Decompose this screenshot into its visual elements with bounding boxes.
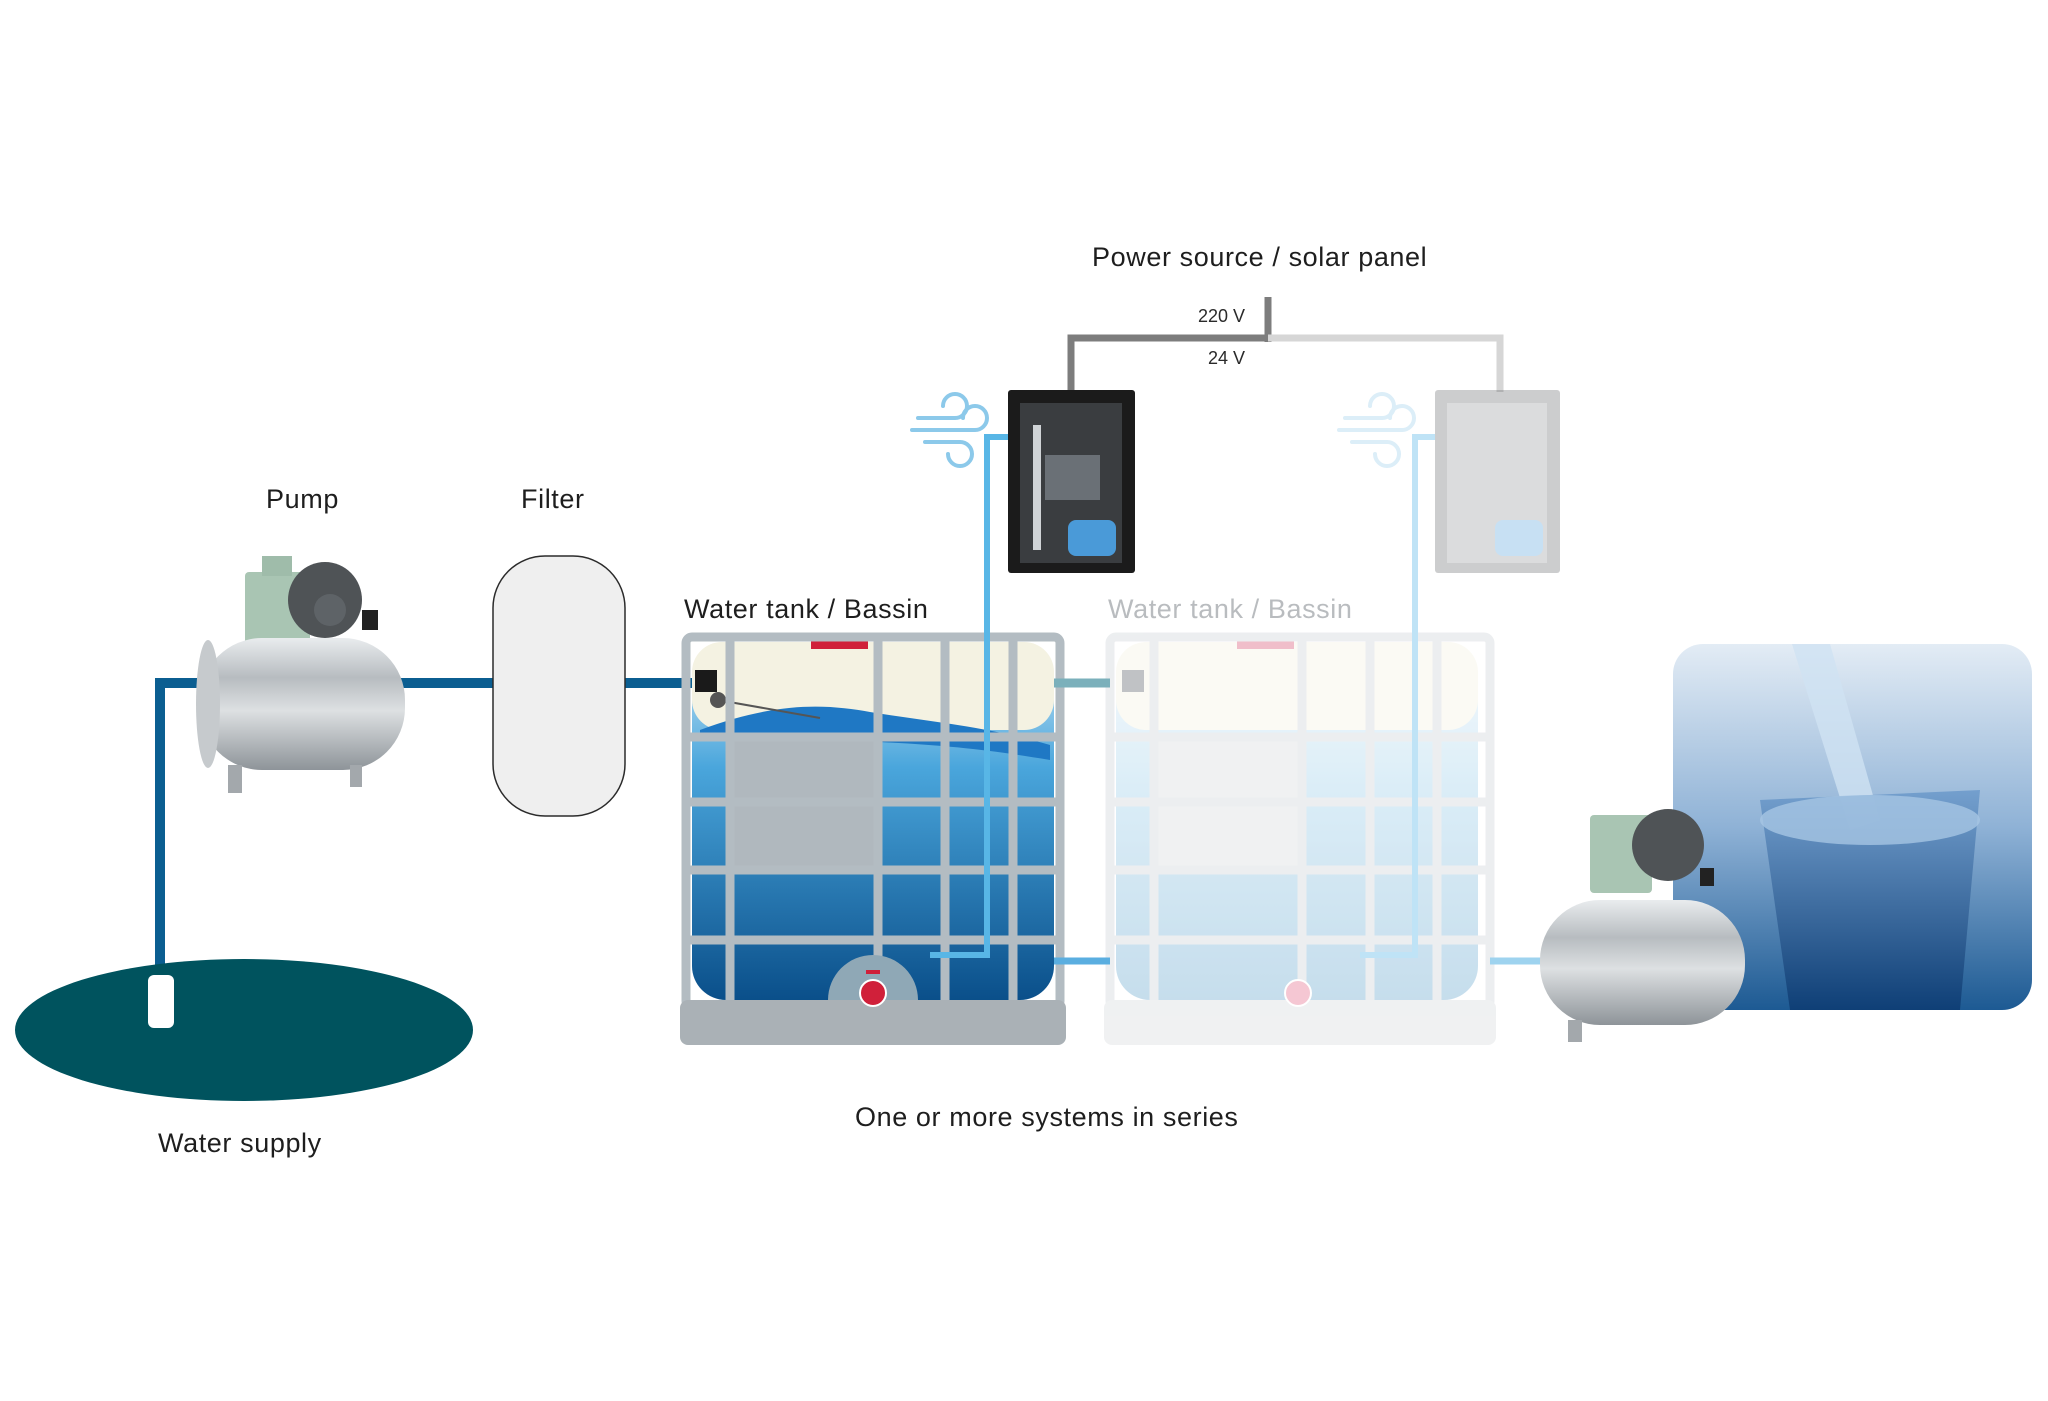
water-supply-reservoir	[15, 959, 473, 1101]
voltage-220-label: 220 V	[1198, 306, 1246, 326]
filter-cartridge	[492, 555, 626, 817]
filter-label: Filter	[521, 484, 585, 514]
water-tank-2	[1104, 632, 1496, 1045]
aeration-cabinet-2	[1435, 390, 1560, 573]
clean-water-photo	[1673, 644, 2032, 1010]
intake-probe	[148, 975, 174, 1028]
air-flow-icon-faded	[1337, 392, 1416, 468]
aeration-cabinet-1	[1008, 390, 1135, 573]
pallet	[680, 1000, 1066, 1045]
drain-valve	[859, 979, 887, 1007]
air-pipe-2	[1360, 434, 1435, 958]
fill-cap	[811, 640, 868, 649]
pump-inlet	[196, 556, 405, 793]
float-valve	[695, 670, 717, 692]
pump-outlet	[1540, 809, 1745, 1042]
air-flow-icon	[910, 392, 989, 468]
series-note-label: One or more systems in series	[855, 1102, 1239, 1132]
power-source-label: Power source / solar panel	[1092, 242, 1428, 272]
pump-label: Pump	[266, 484, 339, 514]
air-pipe-1	[930, 434, 1008, 958]
water-supply-label: Water supply	[158, 1128, 322, 1158]
voltage-24-label: 24 V	[1208, 348, 1246, 368]
tank-2-label: Water tank / Bassin	[1108, 594, 1353, 624]
power-wiring	[1067, 297, 1504, 392]
tank-1-label: Water tank / Bassin	[684, 594, 929, 624]
water-tank-1	[680, 632, 1066, 1045]
